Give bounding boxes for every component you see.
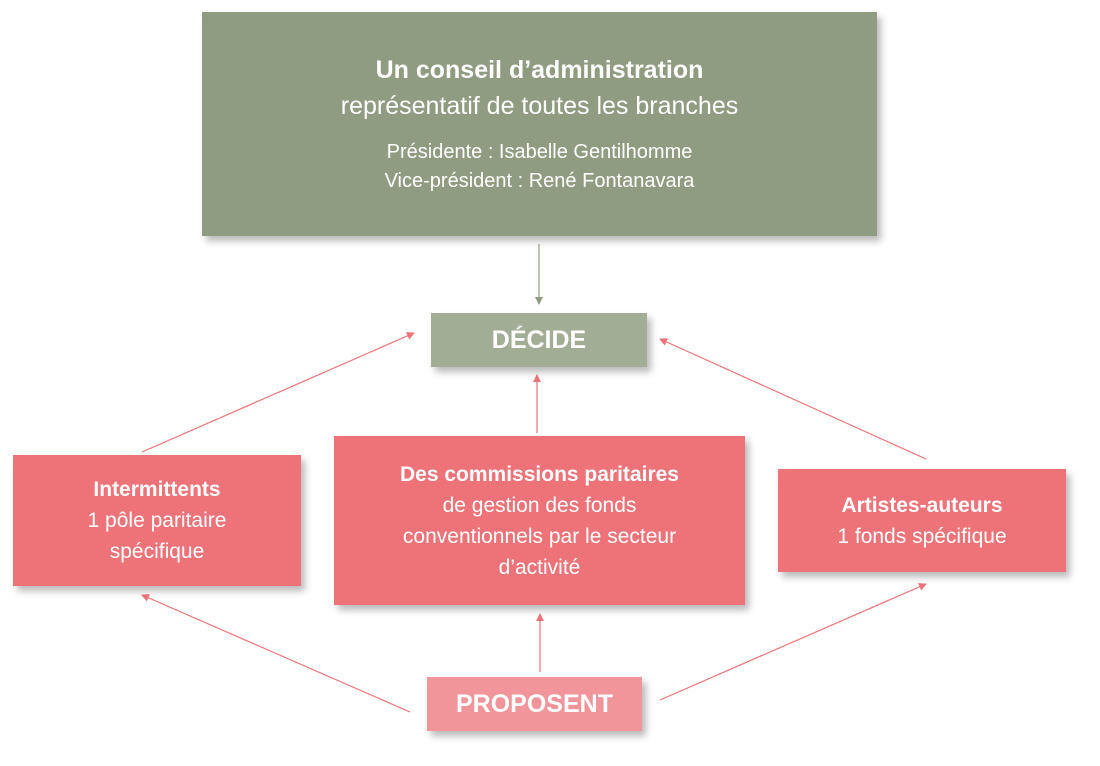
intermittents-box: Intermittents 1 pôle paritaire spécifiqu… bbox=[13, 455, 301, 586]
arrow-proposent-to-intermittents bbox=[141, 594, 411, 713]
arrow-intermittents-to-decide bbox=[141, 332, 415, 453]
board-vice-president: Vice-président : René Fontanavara bbox=[384, 170, 695, 192]
proposent-label: PROPOSENT bbox=[456, 689, 613, 718]
board-box: Un conseil d’administration représentati… bbox=[202, 12, 877, 236]
proposent-box: PROPOSENT bbox=[427, 677, 642, 731]
arrow-proposent-to-artistes bbox=[659, 583, 927, 701]
artistes-box: Artistes-auteurs 1 fonds spécifique bbox=[778, 469, 1066, 572]
commissions-line1: de gestion des fonds bbox=[442, 493, 637, 517]
intermittents-line1: 1 pôle paritaire bbox=[87, 509, 227, 532]
commissions-line2: conventionnels par le secteur bbox=[402, 524, 677, 548]
arrow-artistes-to-decide bbox=[659, 338, 927, 460]
board-title: Un conseil d’administration bbox=[375, 56, 704, 84]
decide-box: DÉCIDE bbox=[431, 313, 647, 367]
commissions-box: Des commissions paritaires de gestion de… bbox=[334, 436, 745, 605]
board-president: Présidente : Isabelle Gentilhomme bbox=[386, 141, 693, 163]
board-subtitle: représentatif de toutes les branches bbox=[340, 92, 739, 120]
artistes-line1: 1 fonds spécifique bbox=[837, 524, 1007, 548]
artistes-title: Artistes-auteurs bbox=[841, 493, 1003, 517]
intermittents-title: Intermittents bbox=[93, 478, 221, 501]
decide-label: DÉCIDE bbox=[491, 325, 587, 354]
intermittents-line2: spécifique bbox=[109, 540, 205, 563]
commissions-title: Des commissions paritaires bbox=[400, 462, 679, 486]
commissions-line3: d’activité bbox=[498, 555, 581, 579]
